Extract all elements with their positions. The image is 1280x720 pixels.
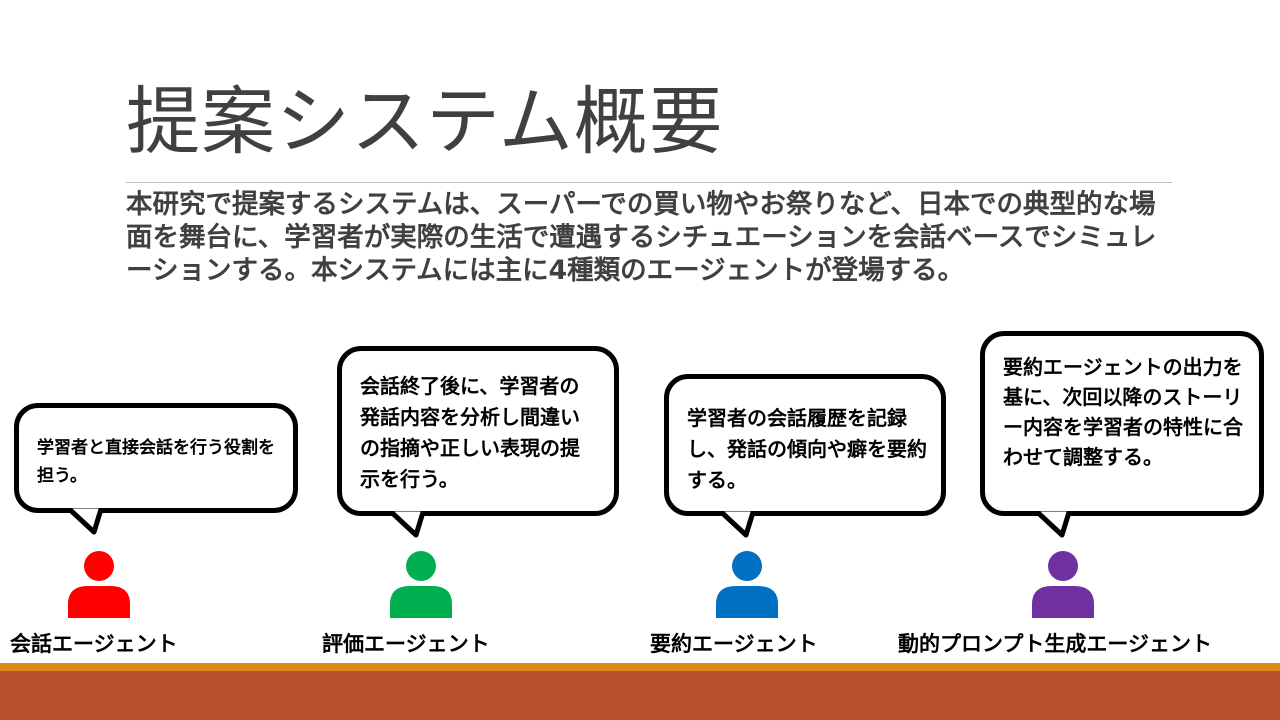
bubble-text: 要約エージェントの出力を基に、次回以降のストーリー内容を学習者の特性に合わせて調… <box>1003 355 1243 469</box>
agent-label-conversation: 会話エージェント <box>10 632 178 656</box>
bubble-text: 学習者の会話履歴を記録し、発話の傾向や癖を要約する。 <box>687 406 927 492</box>
bubble-tail <box>1032 509 1072 538</box>
person-icon <box>390 551 452 618</box>
speech-bubble-prompt-agent: 要約エージェントの出力を基に、次回以降のストーリー内容を学習者の特性に合わせて調… <box>980 331 1264 516</box>
slide-title: 提案システム概要 <box>126 79 724 165</box>
bubble-tail <box>386 509 426 538</box>
person-icon <box>716 551 778 618</box>
footer-accent-bar <box>0 663 1280 671</box>
speech-bubble-summary-agent: 学習者の会話履歴を記録し、発話の傾向や癖を要約する。 <box>664 374 946 516</box>
person-icon <box>68 551 130 618</box>
title-divider <box>126 182 1172 183</box>
intro-paragraph: 本研究で提案するシステムは、スーパーでの買い物やお祭りなど、日本での典型的な場面… <box>126 189 1157 286</box>
agent-label-evaluation: 評価エージェント <box>322 632 490 656</box>
bubble-tail <box>716 509 756 538</box>
bubble-tail <box>64 506 104 535</box>
agent-label-prompt: 動的プロンプト生成エージェント <box>898 632 1212 656</box>
person-icon <box>1032 551 1094 618</box>
bubble-text: 学習者と直接会話を行う役割を担う。 <box>37 438 275 486</box>
speech-bubble-conversation-agent: 学習者と直接会話を行う役割を担う。 <box>14 403 298 513</box>
bubble-text: 会話終了後に、学習者の発話内容を分析し間違いの指摘や正しい表現の提示を行う。 <box>360 374 580 491</box>
agent-label-summary: 要約エージェント <box>650 632 818 656</box>
footer-bar <box>0 671 1280 720</box>
speech-bubble-evaluation-agent: 会話終了後に、学習者の発話内容を分析し間違いの指摘や正しい表現の提示を行う。 <box>337 346 619 516</box>
